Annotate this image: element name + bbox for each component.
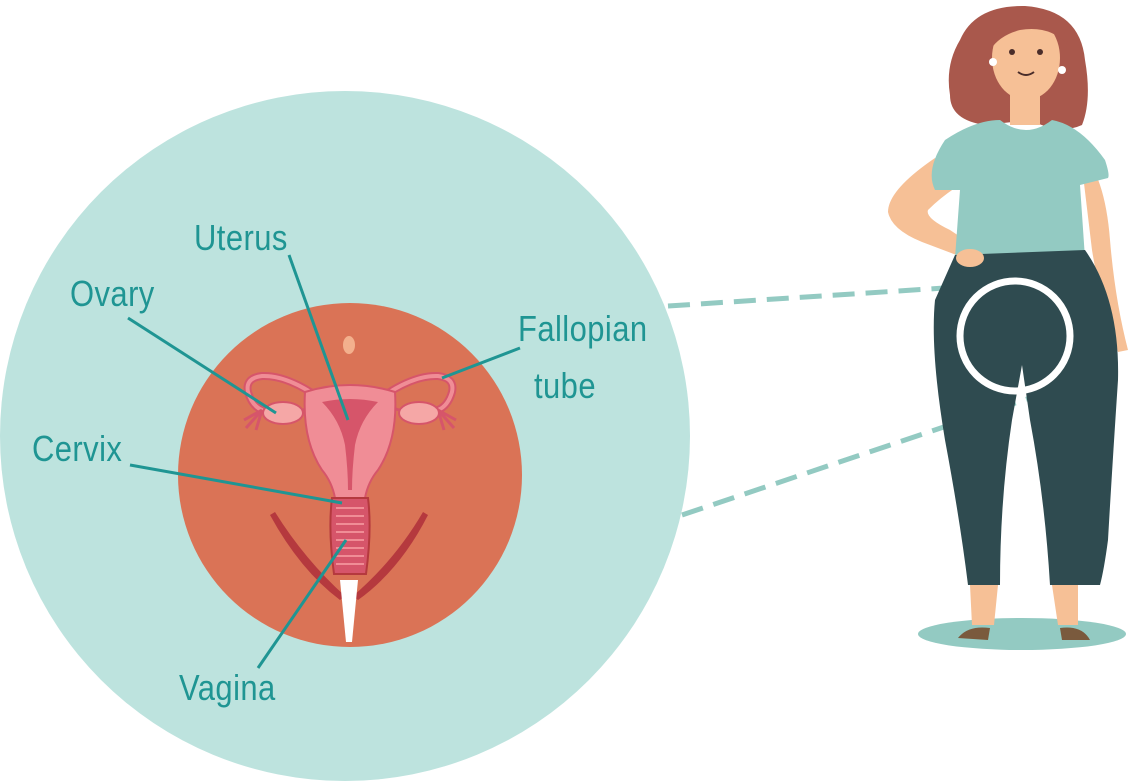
pelvic-curve-left [270, 512, 345, 600]
ground-shadow [918, 618, 1126, 650]
shoe-right [1060, 627, 1090, 640]
navel-mark [343, 336, 355, 354]
uterus-anatomy-icon [243, 336, 457, 642]
zoom-guide-line-top [667, 282, 991, 309]
woman-figure-icon [888, 5, 1128, 650]
ovary-leader [127, 316, 277, 415]
label-ovary: Ovary [70, 273, 155, 314]
ovary-left [262, 401, 304, 425]
vaginal-opening [340, 580, 358, 642]
label-fallopian-line2: tube [534, 365, 596, 406]
uterine-cavity [322, 399, 378, 490]
vagina-canal [329, 497, 371, 575]
zoom-ring-icon [956, 277, 1074, 395]
shirt [931, 120, 1109, 258]
cervix-leader [129, 463, 343, 505]
fallopian-leader [441, 346, 521, 380]
label-vagina: Vagina [179, 667, 276, 708]
vagina-leader [256, 539, 348, 669]
pants [933, 250, 1119, 585]
arm-right [1080, 150, 1128, 352]
leader-lines [127, 254, 521, 669]
label-fallopian-line1: Fallopian [518, 308, 648, 349]
label-cervix: Cervix [32, 428, 123, 469]
label-uterus: Uterus [194, 217, 288, 258]
uterus-leader [287, 254, 350, 421]
face [992, 16, 1060, 100]
ovary-right [398, 401, 440, 425]
shoe-left [958, 627, 990, 640]
pelvic-curve-right [353, 512, 428, 600]
